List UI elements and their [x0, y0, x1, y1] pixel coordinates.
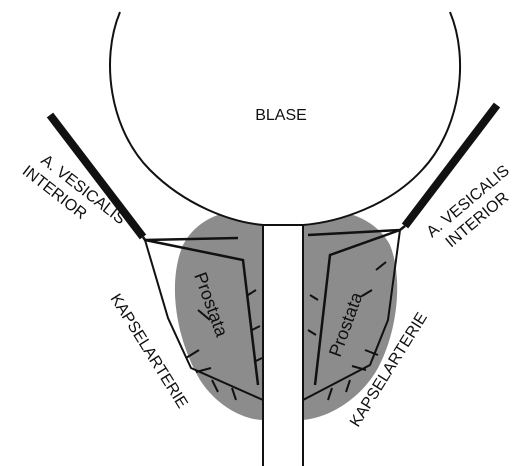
bladder-label: BLASE [255, 107, 307, 124]
